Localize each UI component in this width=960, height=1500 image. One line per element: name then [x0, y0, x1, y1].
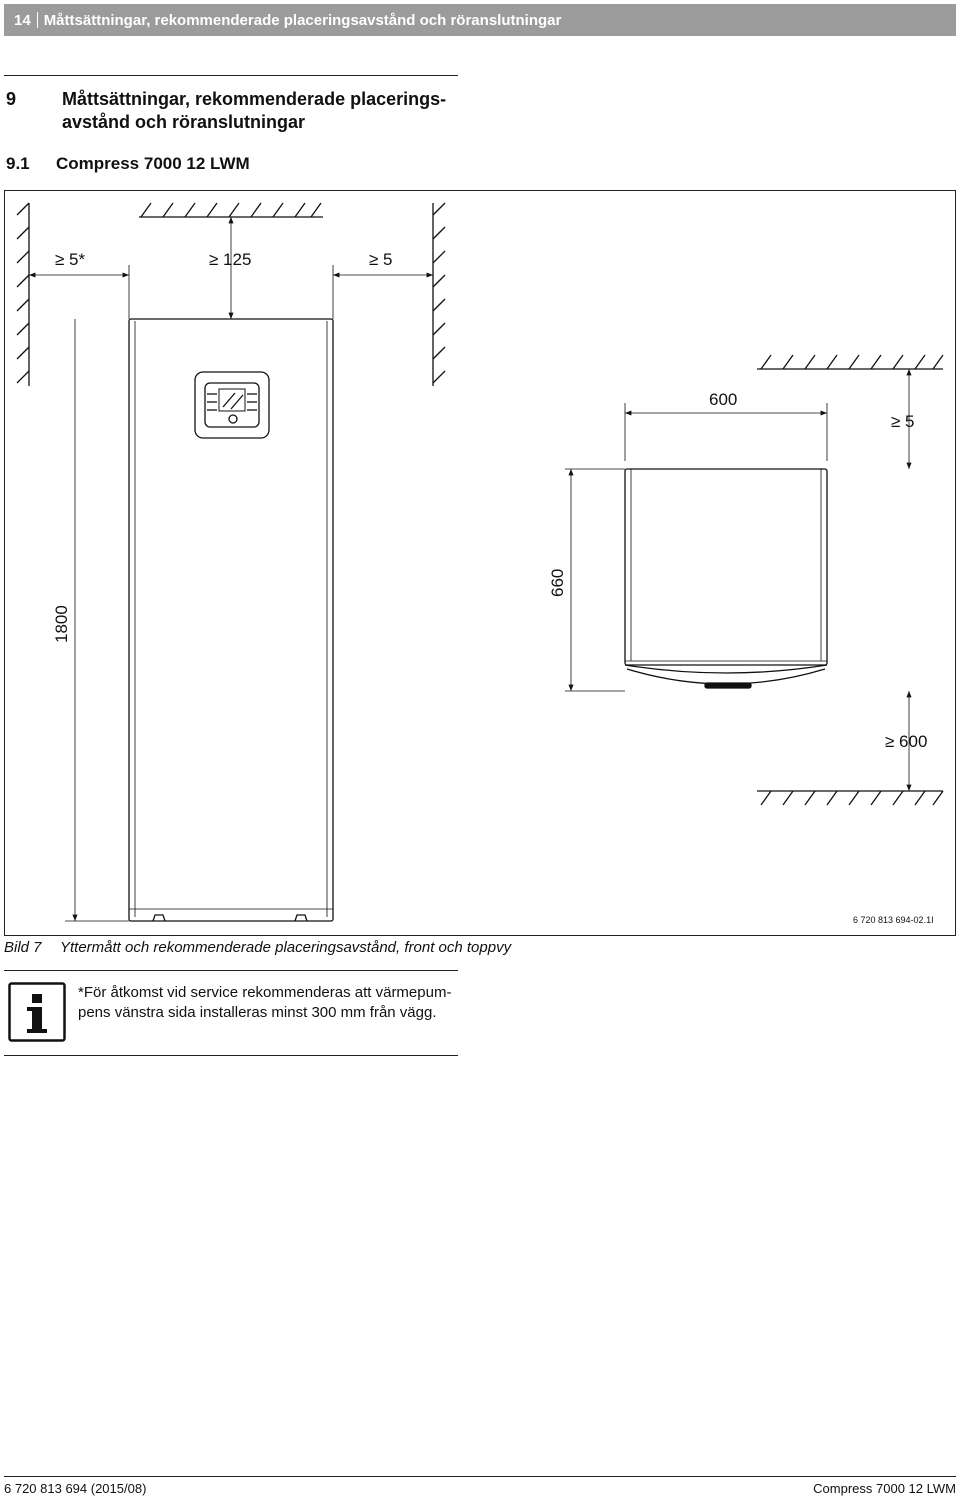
note-bottom-rule: [4, 1055, 458, 1056]
subsection-heading: 9.1 Compress 7000 12 LWM: [6, 154, 250, 174]
dim-height: 1800: [52, 605, 71, 643]
front-wall-hatch: [757, 790, 944, 806]
dim-left-clearance: ≥ 5*: [55, 250, 86, 269]
control-panel: [194, 371, 270, 439]
subsection-title: Compress 7000 12 LWM: [56, 154, 250, 173]
header-separator: [36, 12, 38, 28]
dim-rear-clearance: ≥ 5: [891, 412, 915, 431]
dimension-drawing: ≥ 5* ≥ 125 ≥ 5 1800 600 ≥ 5 660 ≥ 600 6 …: [16, 202, 944, 925]
section-title: Måttsättningar, rekommenderade placering…: [62, 89, 447, 132]
dim-width: 600: [709, 390, 737, 409]
dim-top-clearance: ≥ 125: [209, 250, 251, 269]
caption-label: Bild 7: [4, 939, 42, 956]
heat-pump-top: [624, 468, 828, 689]
heat-pump-front: [128, 318, 334, 922]
page-number: 14: [14, 11, 31, 29]
page-header: 14 Måttsättningar, rekommenderade placer…: [4, 4, 956, 36]
header-title: Måttsättningar, rekommenderade placering…: [43, 11, 562, 29]
dim-depth: 660: [548, 569, 567, 597]
footer-rule: [4, 1476, 956, 1477]
foot-right: [294, 914, 308, 922]
dim-right-clearance: ≥ 5: [369, 250, 393, 269]
footer-document-id: 6 720 813 694 (2015/08): [4, 1481, 147, 1496]
caption-text: Yttermått och rekommenderade placeringsa…: [60, 939, 512, 956]
info-icon: [8, 982, 66, 1042]
dimension-figure: ≥ 5* ≥ 125 ≥ 5 1800 600 ≥ 5 660 ≥ 600 6 …: [4, 190, 956, 936]
note-top-rule: [4, 970, 458, 971]
footer-product-name: Compress 7000 12 LWM: [813, 1481, 956, 1496]
left-wall-hatch: [16, 202, 30, 386]
drawing-id: 6 720 813 694-02.1I: [853, 915, 934, 925]
subsection-number: 9.1: [6, 154, 30, 173]
service-note: *För åtkomst vid service rekommenderas a…: [78, 984, 452, 1021]
right-wall-hatch: [432, 202, 446, 386]
dim-front-clearance: ≥ 600: [885, 732, 927, 751]
section-number: 9: [6, 89, 17, 109]
ceiling-hatch: [139, 202, 323, 218]
section-top-rule: [4, 75, 458, 76]
rear-wall-hatch: [757, 354, 944, 370]
foot-left: [152, 914, 166, 922]
